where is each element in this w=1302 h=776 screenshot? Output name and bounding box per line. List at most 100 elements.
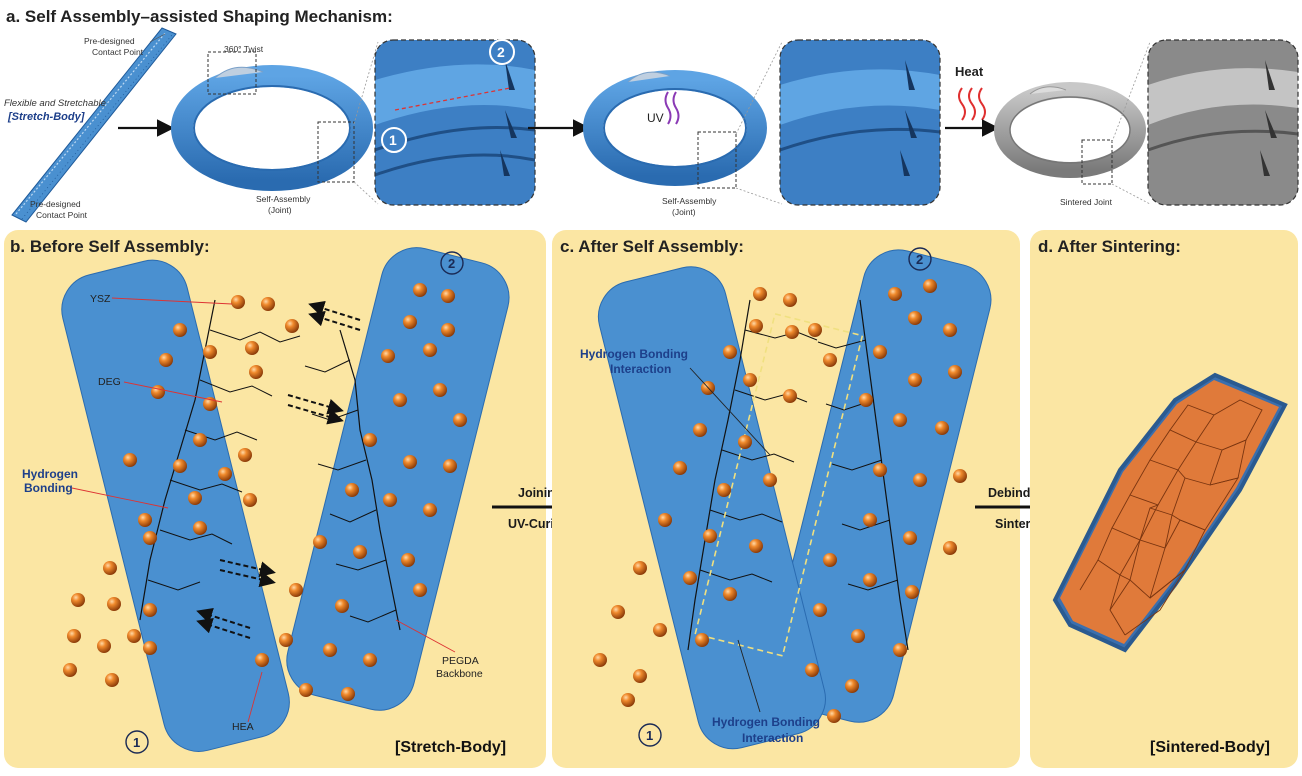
ysz-particle [401, 553, 415, 567]
ysz-particle [143, 641, 157, 655]
ysz-particle [905, 585, 919, 599]
ysz-particle [413, 283, 427, 297]
ysz-particle [173, 459, 187, 473]
ysz-particle [859, 393, 873, 407]
ysz-particle [393, 393, 407, 407]
ysz-particle [123, 453, 137, 467]
grain-boundary [1129, 539, 1166, 599]
joint-box-1 [317, 121, 355, 183]
heat-label: Heat [955, 64, 984, 79]
deg-leader [123, 381, 223, 403]
ysz-particle [143, 531, 157, 545]
pegda-line1: PEGDA [442, 655, 479, 667]
ysz-particle [913, 473, 927, 487]
ysz-particle [433, 383, 447, 397]
ysz-particle [783, 293, 797, 307]
hea-label: HEA [232, 721, 254, 733]
backbone-c1 [687, 299, 751, 651]
grain-boundaries [1079, 399, 1263, 636]
pegda-line2: Backbone [436, 668, 483, 680]
joining-label: Joining [518, 486, 562, 500]
ysz-particle [63, 663, 77, 677]
ysz-particle [103, 561, 117, 575]
ysz-particle [653, 623, 667, 637]
ysz-particle [143, 603, 157, 617]
hbond-top-line2: Interaction [610, 362, 671, 376]
ysz-particle [335, 599, 349, 613]
ysz-particle [138, 513, 152, 527]
ysz-particle [808, 323, 822, 337]
ysz-particle [403, 455, 417, 469]
panel-a: a. Self Assembly–assisted Shaping Mechan… [4, 7, 1299, 223]
sintered-joint-label: Sintered Joint [1060, 197, 1113, 207]
ysz-particle [218, 467, 232, 481]
ysz-particle [383, 493, 397, 507]
ysz-particle [231, 295, 245, 309]
ysz-particle [193, 521, 207, 535]
contact-top-line1: Pre-designed [84, 36, 135, 46]
ysz-particle [873, 345, 887, 359]
ysz-particle [249, 365, 263, 379]
pegda-leader [395, 619, 456, 653]
ysz-particle [723, 587, 737, 601]
zoom-num2: 2 [497, 44, 505, 60]
ysz-particle [763, 473, 777, 487]
contact-top-line2: Contact Point [92, 47, 144, 57]
hbond-bottom-line1: Hydrogen Bonding [712, 715, 820, 729]
ysz-particle [345, 483, 359, 497]
particles-c [593, 279, 967, 723]
ysz-particle [633, 669, 647, 683]
ysz-particle [851, 629, 865, 643]
hbond-line2: Bonding [24, 481, 73, 495]
stretch-body-label: [Stretch-Body] [395, 739, 506, 756]
ysz-particle [323, 643, 337, 657]
uv-wave-1 [664, 91, 672, 125]
hea-leader [247, 671, 263, 723]
ysz-label: YSZ [90, 293, 111, 305]
ysz-particle [423, 343, 437, 357]
joint-box-2 [697, 131, 737, 189]
zoom-box-1: 1 2 [374, 39, 536, 206]
strip-c1-number [638, 723, 662, 747]
hbond-top-line1: Hydrogen Bonding [580, 347, 688, 361]
ysz-particle [888, 287, 902, 301]
particles-b [63, 283, 467, 701]
joint1-line2: (Joint) [268, 205, 292, 215]
ysz-particle [127, 629, 141, 643]
joint2-line2: (Joint) [672, 207, 696, 217]
panel-b-title: b. Before Self Assembly: [10, 237, 210, 256]
ysz-particle [238, 448, 252, 462]
ysz-particle [948, 365, 962, 379]
ysz-particle [863, 513, 877, 527]
ysz-particle [845, 679, 859, 693]
ysz-particle [783, 389, 797, 403]
ysz-particle [97, 639, 111, 653]
panel-c-title: c. After Self Assembly: [560, 237, 744, 256]
ysz-leader [111, 297, 233, 305]
ysz-particle [683, 571, 697, 585]
twist-label: 360° Twist [224, 44, 264, 54]
ysz-particle [289, 583, 303, 597]
sintered-body-label: [Sintered-Body] [1150, 739, 1270, 756]
strip-c1-number-text: 1 [646, 728, 653, 743]
gray-ring [994, 82, 1146, 178]
ysz-particle [943, 541, 957, 555]
sintered-body [1052, 372, 1288, 653]
ysz-particle [593, 653, 607, 667]
ysz-particle [749, 319, 763, 333]
hbond-line1: Hydrogen [22, 467, 78, 481]
strip-2-number-text: 2 [448, 256, 455, 271]
ysz-particle [658, 513, 672, 527]
ysz-particle [611, 605, 625, 619]
backbone-c2 [859, 299, 909, 651]
hbond-top-leader [689, 367, 771, 456]
ysz-particle [785, 325, 799, 339]
ysz-particle [893, 643, 907, 657]
strip-c1 [597, 266, 826, 750]
grain-boundary [1169, 404, 1215, 443]
ysz-particle [299, 683, 313, 697]
ysz-particle [341, 687, 355, 701]
ysz-particle [443, 459, 457, 473]
ysz-particle [827, 709, 841, 723]
